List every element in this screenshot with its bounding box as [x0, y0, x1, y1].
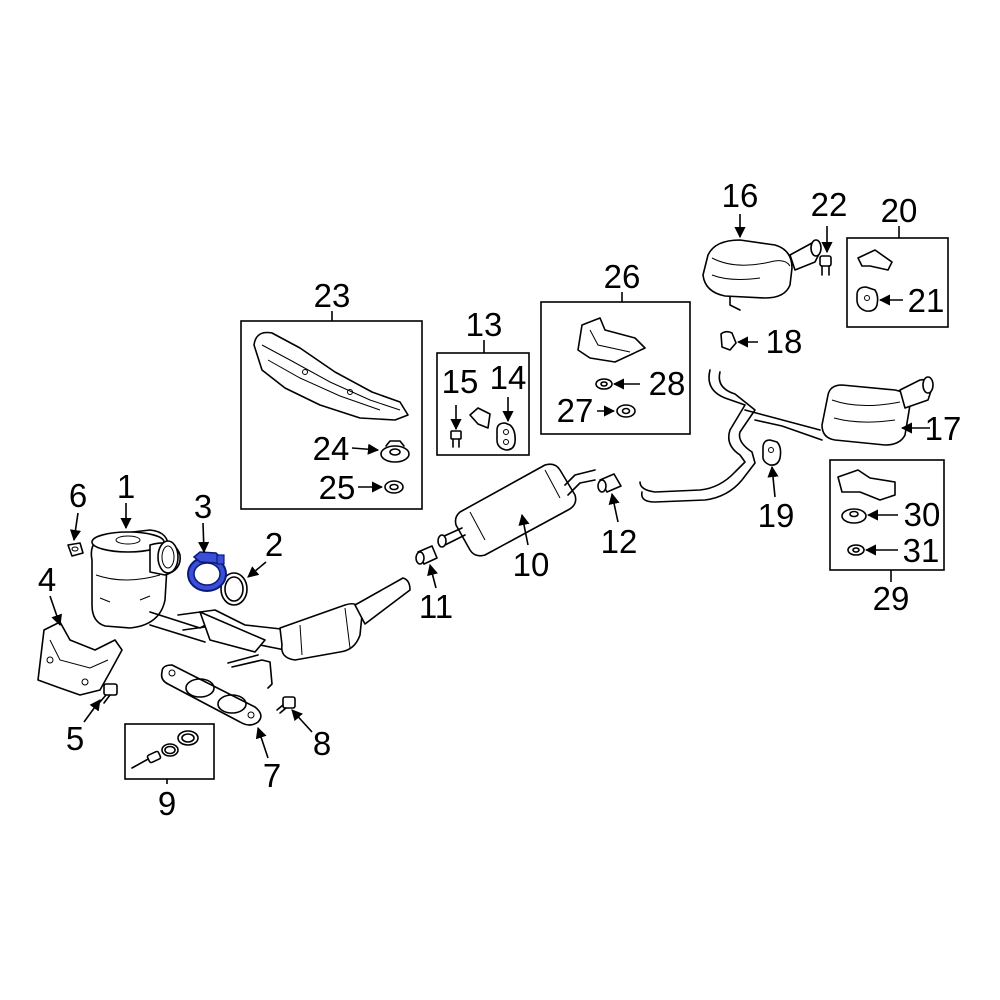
washer-part-28[interactable]	[595, 378, 613, 390]
callout-21: 21	[908, 282, 945, 319]
hanger-part-19[interactable]	[762, 439, 782, 466]
callout-31: 31	[903, 532, 940, 569]
callout-13: 13	[466, 306, 503, 343]
callout-15: 15	[442, 363, 479, 400]
callout-22: 22	[811, 186, 848, 223]
callout-30: 30	[904, 496, 941, 533]
callout-18: 18	[766, 323, 803, 360]
callout-9: 9	[158, 785, 176, 822]
callout-17: 17	[925, 410, 962, 447]
callout-16: 16	[722, 177, 759, 214]
rear-muffler-part-17[interactable]	[639, 369, 934, 503]
leader-lines	[49, 214, 930, 784]
callout-14: 14	[490, 359, 527, 396]
clamp-part-12[interactable]	[597, 473, 622, 493]
callout-labels: 1 2 3 4 5 6 7 8 9 10 11 12 13 14 15 16 1…	[38, 177, 962, 822]
rear-muffler-part-16[interactable]	[702, 239, 822, 311]
clamp-part-11[interactable]	[415, 545, 438, 565]
callout-3: 3	[194, 488, 212, 525]
flange-gasket-part[interactable]	[160, 664, 262, 726]
callout-5: 5	[66, 720, 84, 757]
bracket-bolt-part-15[interactable]	[450, 407, 491, 448]
nut-part-6[interactable]	[67, 542, 84, 557]
washer-part-27[interactable]	[616, 404, 636, 418]
callout-27: 27	[557, 392, 594, 429]
group-box-20	[846, 237, 949, 328]
callout-8: 8	[313, 725, 331, 762]
callout-6: 6	[69, 477, 87, 514]
callout-29: 29	[873, 580, 910, 617]
washer-part-31[interactable]	[847, 544, 865, 556]
group-box-13	[436, 352, 530, 456]
heat-shield-bracket-part-30[interactable]	[837, 469, 896, 524]
washer-part-25[interactable]	[384, 480, 404, 494]
front-pipe-part[interactable]	[177, 577, 411, 689]
group-box-26	[540, 301, 691, 435]
bolt-part-8[interactable]	[276, 696, 296, 714]
bolt-part-22[interactable]	[819, 255, 832, 276]
group-box-29	[829, 459, 945, 571]
callout-23: 23	[314, 277, 351, 314]
center-muffler-part[interactable]	[437, 463, 596, 557]
bolt-part-5[interactable]	[99, 683, 118, 704]
hanger-part-21[interactable]	[856, 286, 879, 312]
stud-gasket-kit-part[interactable]	[131, 730, 199, 769]
heat-shield-part-26[interactable]	[577, 317, 646, 363]
bushing-part-18[interactable]	[720, 330, 737, 351]
callout-11: 11	[419, 588, 453, 625]
callout-25: 25	[319, 469, 356, 506]
callout-20: 20	[881, 192, 918, 229]
callout-1: 1	[117, 468, 135, 505]
callout-24: 24	[313, 430, 350, 467]
hanger-part-14[interactable]	[496, 422, 516, 451]
callout-26: 26	[604, 258, 641, 295]
clamp-part-highlighted[interactable]	[187, 551, 227, 592]
heat-shield-part-23[interactable]	[253, 331, 409, 421]
callout-7: 7	[263, 757, 281, 794]
callout-12: 12	[601, 523, 638, 560]
callout-28: 28	[649, 365, 686, 402]
gasket-part[interactable]	[220, 572, 248, 606]
callout-2: 2	[265, 526, 283, 563]
callout-4: 4	[38, 561, 56, 598]
washer-part-24[interactable]	[380, 440, 410, 463]
bracket-part-20[interactable]	[857, 249, 893, 271]
callout-19: 19	[758, 497, 795, 534]
group-box-9	[124, 723, 215, 780]
callout-10: 10	[513, 546, 550, 583]
